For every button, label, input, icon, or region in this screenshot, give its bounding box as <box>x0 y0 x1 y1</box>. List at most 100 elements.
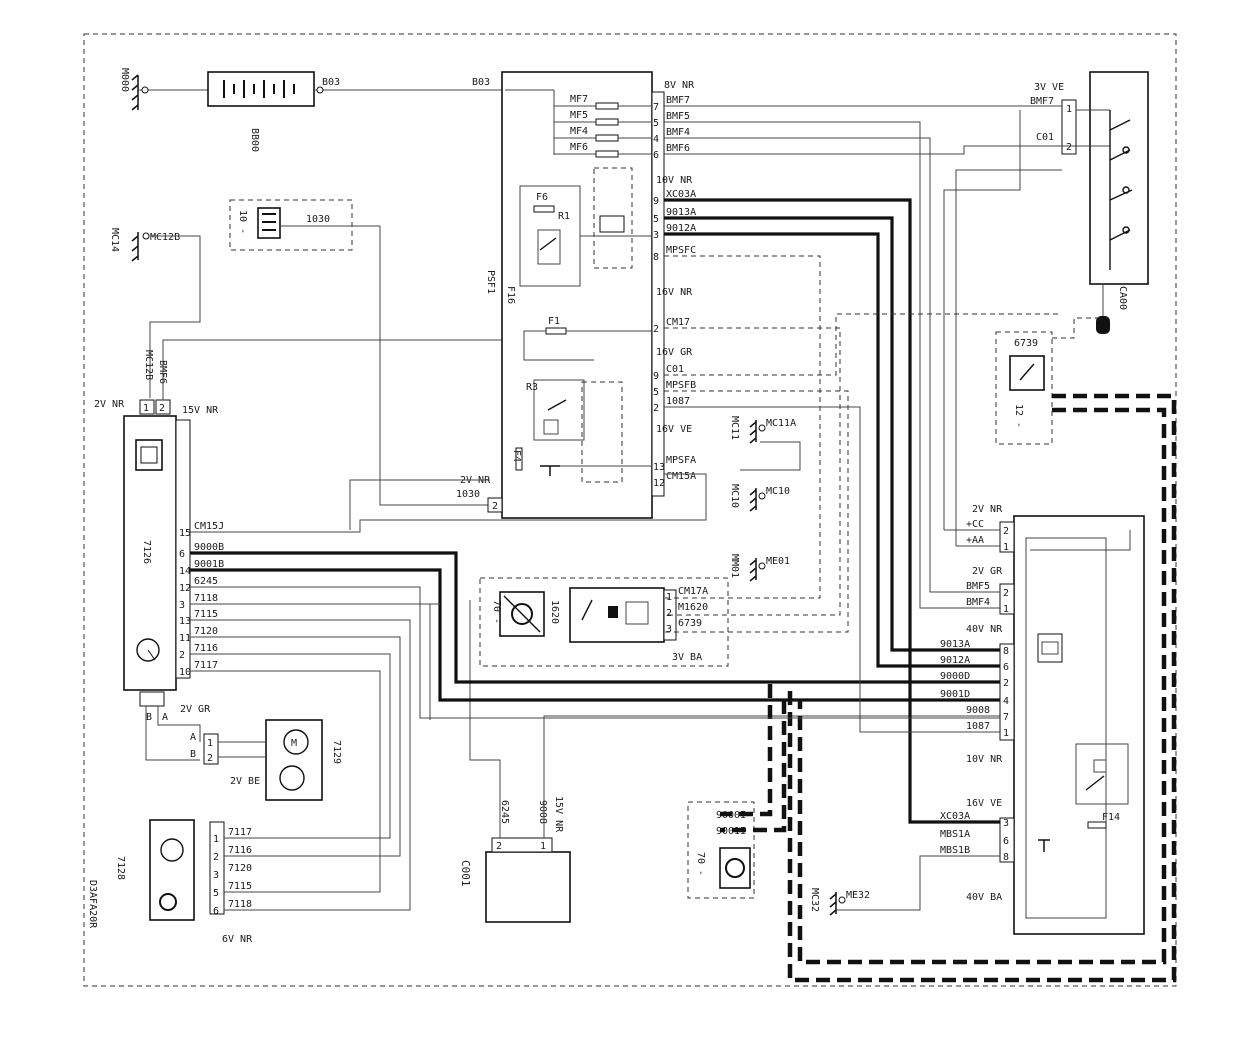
bsi-pin-number: 8 <box>1003 646 1009 657</box>
fusebox-wire-label: MPSFC <box>666 245 696 256</box>
svg-text:1: 1 <box>207 738 213 749</box>
svg-text:12 -: 12 - <box>1013 404 1024 428</box>
panel-pin-number: 3 <box>213 870 219 881</box>
sensor-6739: 6739 12 - <box>995 317 1100 445</box>
fuse <box>595 134 619 142</box>
ground-hatch <box>749 497 757 504</box>
svg-text:1030: 1030 <box>456 489 480 500</box>
svg-text:16V GR: 16V GR <box>656 347 693 358</box>
wire-xc03a-heavy <box>664 198 1000 824</box>
ecu-wire-label: 7120 <box>194 626 218 637</box>
svg-text:C01: C01 <box>1036 132 1054 143</box>
bsi-wire-label: MBS1A <box>940 829 970 840</box>
bsi-wire-label: 1087 <box>966 721 990 732</box>
panel-wire-label: 7117 <box>228 827 252 838</box>
motor-7129: A B 1 2 M 2V BE 7129 <box>190 719 342 801</box>
ecu-pin-number: 13 <box>179 616 191 627</box>
wire-9001-heavy <box>190 568 1000 702</box>
fusebox-wire-label: MPSFB <box>666 380 696 391</box>
wire-9012a-heavy <box>664 232 1000 668</box>
ecu-pin-column <box>175 419 191 679</box>
svg-text:BMF7: BMF7 <box>1030 96 1054 107</box>
wire-mc12b-top: MC12B <box>150 232 180 243</box>
fusebox-wire-label: C01 <box>666 364 684 375</box>
ground-label: ME32 <box>846 890 870 901</box>
fusebox-pin-number: 8 <box>653 252 659 263</box>
fusebox-pin-number: 7 <box>653 102 659 113</box>
svg-text:F4: F4 <box>511 450 522 462</box>
switch-id: CA00 <box>1117 286 1128 310</box>
c001-id: C001 <box>459 860 472 887</box>
panel-wire-label: 7120 <box>228 863 252 874</box>
motor-id: 7129 <box>331 740 342 764</box>
ground-hatch <box>829 893 837 900</box>
bsi-pin-number: 1 <box>1003 604 1009 615</box>
fusebox-wire-label: BMF7 <box>666 95 690 106</box>
ecu-pin-number: 15 <box>179 528 191 539</box>
bsi-wire-label: 9008 <box>966 705 990 716</box>
dashed-harness <box>720 393 1177 983</box>
bsi-fuse: F14 <box>1102 812 1120 823</box>
bsi-pin-number: 4 <box>1003 696 1009 707</box>
panel-pin-number: 1 <box>213 834 219 845</box>
ecu-wire-label: CM15J <box>194 521 224 532</box>
connector-10: 10 - 1030 <box>229 199 490 506</box>
ground-hatch <box>749 567 757 574</box>
svg-text:10V NR: 10V NR <box>966 754 1003 765</box>
ecu-wire-label: 7115 <box>194 609 218 620</box>
bsi-pin-number: 8 <box>1003 852 1009 863</box>
fusebox-wire-label: 9012A <box>666 223 696 234</box>
fusebox-pin-number: 9 <box>653 371 659 382</box>
svg-text:40V BA: 40V BA <box>966 892 1002 903</box>
sensor-pin-number: 2 <box>666 608 672 619</box>
fusebox-pin-number: 3 <box>653 230 659 241</box>
panel-wire-label: 7115 <box>228 881 252 892</box>
bsi-pin-number: 2 <box>1003 588 1009 599</box>
bsi-wire-label: 9001D <box>940 689 970 700</box>
connector-70: 9000I 9001I 70 - <box>687 801 755 899</box>
battery-group: M000 B03 B03 BB00 <box>119 68 505 152</box>
ground-mc14-group: MC14 MC12B <box>109 228 201 398</box>
sensor-wire-label: CM17A <box>678 586 708 597</box>
fuse <box>595 150 619 158</box>
fusebox-psf1: 8V NR 10V NR 16V NR 16V GR 16V VE 2V NR … <box>456 71 696 519</box>
ecu-pin-number: 14 <box>179 566 191 577</box>
svg-text:70 -: 70 - <box>491 600 502 624</box>
svg-text:R3: R3 <box>526 382 538 393</box>
ground-hatch <box>749 437 757 444</box>
svg-text:2: 2 <box>1066 142 1072 153</box>
panel-label: 6V NR <box>222 934 253 945</box>
fusebox-pin-number: 13 <box>653 462 665 473</box>
svg-text:16V NR: 16V NR <box>656 287 693 298</box>
fusebox-id: PSF1 <box>485 270 496 294</box>
ground-hatch <box>749 421 757 428</box>
svg-text:40V NR: 40V NR <box>966 624 1003 635</box>
fusebox-pin-number: 4 <box>653 134 659 145</box>
sensor-wire-label: 6739 <box>678 618 702 629</box>
bsi-wire-label: +AA <box>966 535 984 546</box>
svg-text:6739: 6739 <box>1014 338 1038 349</box>
fuse <box>595 118 619 126</box>
ecu-pin-number: 12 <box>179 583 191 594</box>
svg-text:70 -: 70 - <box>695 852 706 876</box>
fusebox-wire-label: XC03A <box>666 189 696 200</box>
panel-pin-number: 6 <box>213 906 219 917</box>
svg-text:9008: 9008 <box>537 800 548 824</box>
bsi-wire-label: 9000D <box>940 671 970 682</box>
panel-pin-number: 2 <box>213 852 219 863</box>
connector-10-id: 10 - <box>237 210 248 234</box>
ecu-pin-number: 11 <box>179 633 191 644</box>
ecu-pin-number: 6 <box>179 549 185 560</box>
svg-text:2V NR: 2V NR <box>972 504 1003 515</box>
svg-text:F6: F6 <box>536 192 548 203</box>
svg-text:2V GR: 2V GR <box>972 566 1003 577</box>
panel-id: 7128 <box>115 856 126 880</box>
wire-1030-top: 1030 <box>306 214 330 225</box>
ground-label: MC11A <box>766 418 796 429</box>
ground-hatch <box>829 901 837 908</box>
wire-9013a-heavy <box>664 216 1000 652</box>
svg-text:F1: F1 <box>548 316 560 327</box>
fusebox-pin-number: 2 <box>653 403 659 414</box>
switch-ca00: 1 2 3V VE BMF7 C01 CA00 <box>1030 71 1149 334</box>
heavy-wires <box>190 198 1000 824</box>
